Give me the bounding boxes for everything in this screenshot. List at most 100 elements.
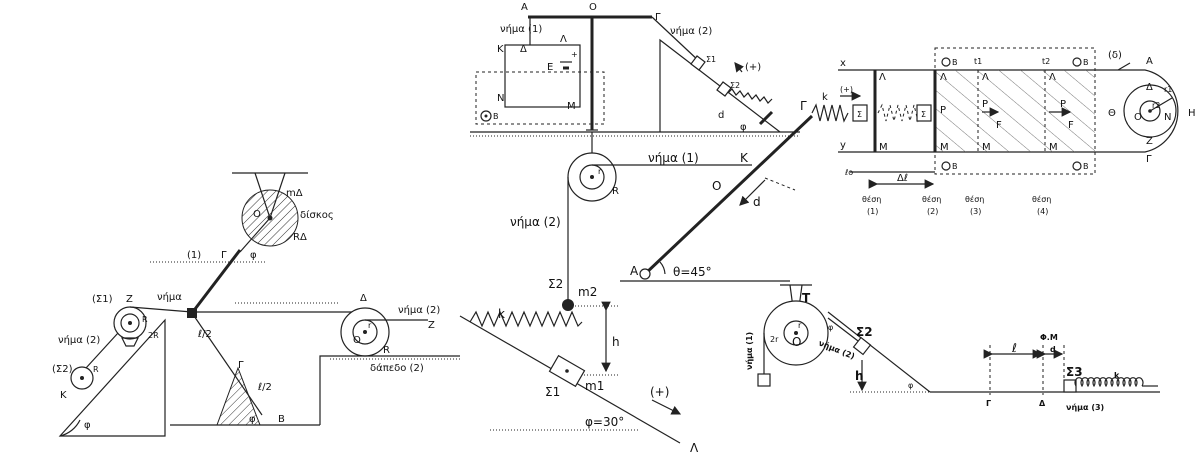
- circular-loop: [1130, 69, 1179, 153]
- B-in-symbol-4: [1072, 161, 1082, 171]
- K-label: K: [60, 390, 67, 401]
- sigma2-label: (Σ2): [52, 364, 73, 375]
- incline-fig4: [827, 311, 931, 393]
- M-2-label: M: [940, 142, 949, 153]
- delta-switch-label: (δ): [1108, 50, 1122, 61]
- R-pulley-label: R: [612, 186, 619, 197]
- disk-rod-connect: [239, 217, 271, 253]
- figure-3: x y k (+) Σ Λ M Σ Λ P M t1 Λ P F M t2 Λ …: [811, 47, 1196, 216]
- plus-rail-label: (+): [840, 85, 853, 94]
- gamma-bottom-label: Γ: [238, 360, 244, 371]
- B-4-label: B: [1083, 162, 1089, 171]
- switch-delta: [1117, 62, 1131, 71]
- Lambda-4-label: Λ: [1049, 72, 1056, 83]
- phi2-fig4-label: φ: [908, 381, 913, 390]
- plus-arrow-label: (+): [745, 62, 761, 73]
- block-center: [565, 369, 569, 373]
- nima1-top-label: νήμα (1): [500, 23, 542, 35]
- nima2-top-label: νήμα (2): [670, 25, 712, 37]
- A-hinge-label: A: [630, 264, 639, 278]
- F-4-label: F: [1068, 120, 1074, 131]
- floor-step: [319, 355, 460, 425]
- nima2-label: νήμα (2): [58, 334, 100, 346]
- num-4: (4): [1037, 207, 1048, 216]
- r-label: r: [368, 321, 372, 330]
- inclined-rod: [643, 114, 814, 276]
- O-fig4-label: O: [792, 335, 801, 349]
- M-3-label: M: [982, 142, 991, 153]
- N-loop-label: N: [1164, 112, 1171, 123]
- Z-right-label: Z: [428, 320, 435, 331]
- 2r-fig4-label: 2r: [770, 335, 779, 344]
- plus-arrow: [734, 62, 744, 73]
- string-to-sigma1: [651, 16, 701, 63]
- B-3-label: B: [952, 162, 958, 171]
- Lambda-circuit-label: Λ: [560, 34, 567, 45]
- inner-small-circle: [1139, 100, 1161, 122]
- phi-fig4-label: φ: [828, 323, 833, 332]
- DeltaL-label: Δ: [1146, 82, 1153, 93]
- pulley-support: [121, 337, 139, 347]
- Gamma-rod-label: Γ: [800, 99, 807, 113]
- block-sigma-2: [916, 104, 932, 122]
- Z-loop-label: Z: [1146, 136, 1153, 147]
- rod-lower: [191, 312, 263, 416]
- P-2-label: P: [940, 105, 946, 116]
- O-rod-label: O: [712, 179, 721, 193]
- d-arrow: [739, 179, 766, 206]
- field-region-hatch: [935, 70, 1095, 152]
- FM-label: Φ.Μ: [1040, 333, 1058, 342]
- l-over-2-b: ℓ/2: [258, 382, 272, 393]
- block-sigma2: [716, 81, 732, 97]
- wheel-sigma2-center: [80, 376, 84, 380]
- Gamma-fig4-label: Γ: [986, 399, 991, 408]
- nima1-fig4-label: νήμα (1): [745, 332, 754, 370]
- Gamma-top-label: Γ: [655, 12, 661, 23]
- thesi-2: θέση: [922, 194, 941, 204]
- sigma1-top-label: Σ1: [706, 55, 716, 64]
- m1-label: m1: [585, 379, 604, 393]
- nima2-right-label: νήμα (2): [398, 304, 440, 316]
- Delta-circuit-label: Δ: [520, 44, 527, 55]
- sigma2-mass-label: Σ2: [548, 277, 563, 291]
- num-1: (1): [867, 207, 878, 216]
- P-3-label: P: [982, 99, 988, 110]
- Lambda-3-label: Λ: [982, 72, 989, 83]
- right-pulley-center: [363, 330, 367, 334]
- B-in-symbol-3: [941, 161, 951, 171]
- incline-left: [58, 318, 166, 437]
- pulley-center: [590, 175, 594, 179]
- R-label: R: [142, 315, 148, 324]
- block-sigma1: [690, 55, 706, 71]
- r1-line: [1149, 97, 1173, 112]
- theta-label: θ=45°: [673, 265, 712, 279]
- rod-hinge: [187, 308, 197, 318]
- plus-incline-arrow: [651, 399, 682, 415]
- N-label: N: [497, 93, 504, 104]
- B-2-label: B: [1083, 58, 1089, 67]
- block-sigma2-fig4: [852, 336, 872, 356]
- plus-incline-label: (+): [650, 385, 669, 399]
- O-loop-label: O: [1134, 112, 1142, 123]
- B-1-label: B: [952, 58, 958, 67]
- incline-angle-arc: [59, 419, 81, 437]
- sigma-1-label: Σ: [857, 110, 862, 119]
- spring-fig4: [1074, 377, 1144, 388]
- h-label: h: [612, 335, 620, 349]
- spring-wall: [758, 110, 774, 126]
- O-top-label: O: [589, 2, 597, 13]
- m2-label: m2: [578, 285, 597, 299]
- d-fig4-label: d: [1050, 345, 1056, 354]
- disk-O-label: O: [253, 209, 261, 220]
- string-nima: [129, 306, 193, 313]
- block-fig4: [757, 373, 771, 387]
- T-label: T: [802, 291, 811, 305]
- Lambda-2-label: Λ: [940, 72, 947, 83]
- r-fig4-label: r: [798, 321, 802, 330]
- spring-ghost: [877, 103, 923, 123]
- figure-1: φ (Σ1) Z R 2R νήμα νήμα (2) (Σ2) R K (1)…: [52, 172, 460, 437]
- R-delta-label: RΔ: [293, 232, 307, 243]
- nima1-pulley-label: νήμα (1): [648, 151, 699, 165]
- inner-circle: [1123, 84, 1177, 138]
